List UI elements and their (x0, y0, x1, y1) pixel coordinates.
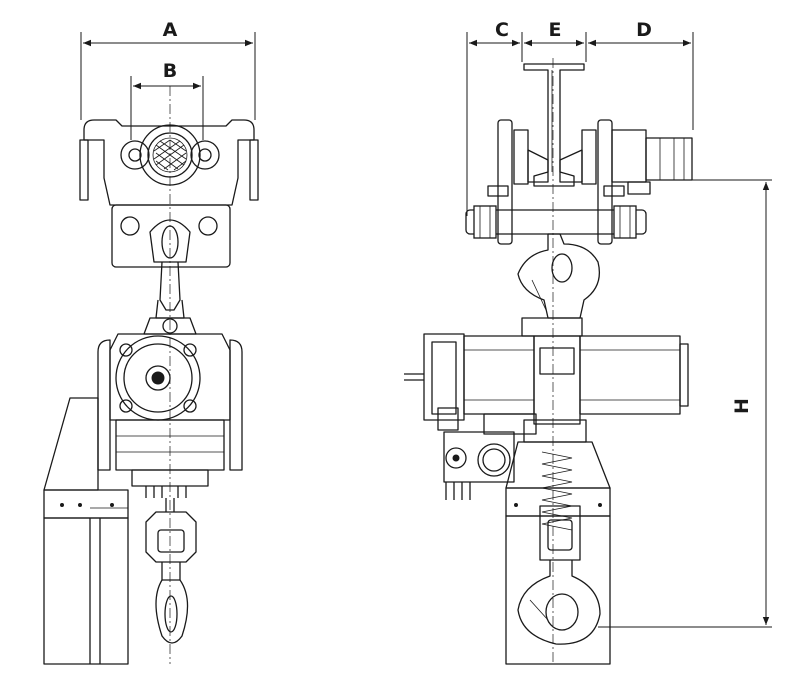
side-top-hook (517, 233, 601, 319)
dimension-C-E-D: C E D (466, 19, 694, 216)
front-hook-block (145, 498, 197, 644)
dimension-A: A (80, 19, 256, 120)
dimension-H: H (598, 179, 772, 628)
front-view (43, 86, 259, 665)
side-hoist-body (404, 317, 689, 500)
dim-label-H: H (731, 398, 753, 414)
side-chain-container (505, 441, 611, 665)
dim-label-C: C (495, 19, 509, 41)
dim-label-A: A (163, 19, 178, 41)
front-chain-container (43, 397, 129, 665)
dim-label-B: B (163, 60, 177, 82)
side-trolley (465, 119, 693, 245)
front-trolley (79, 119, 259, 268)
dim-label-D: D (636, 19, 652, 41)
side-i-beam (523, 63, 585, 187)
dimension-B: B (130, 60, 204, 140)
dim-label-E: E (549, 19, 562, 41)
side-bottom-hook (517, 505, 601, 645)
side-view (404, 58, 693, 665)
